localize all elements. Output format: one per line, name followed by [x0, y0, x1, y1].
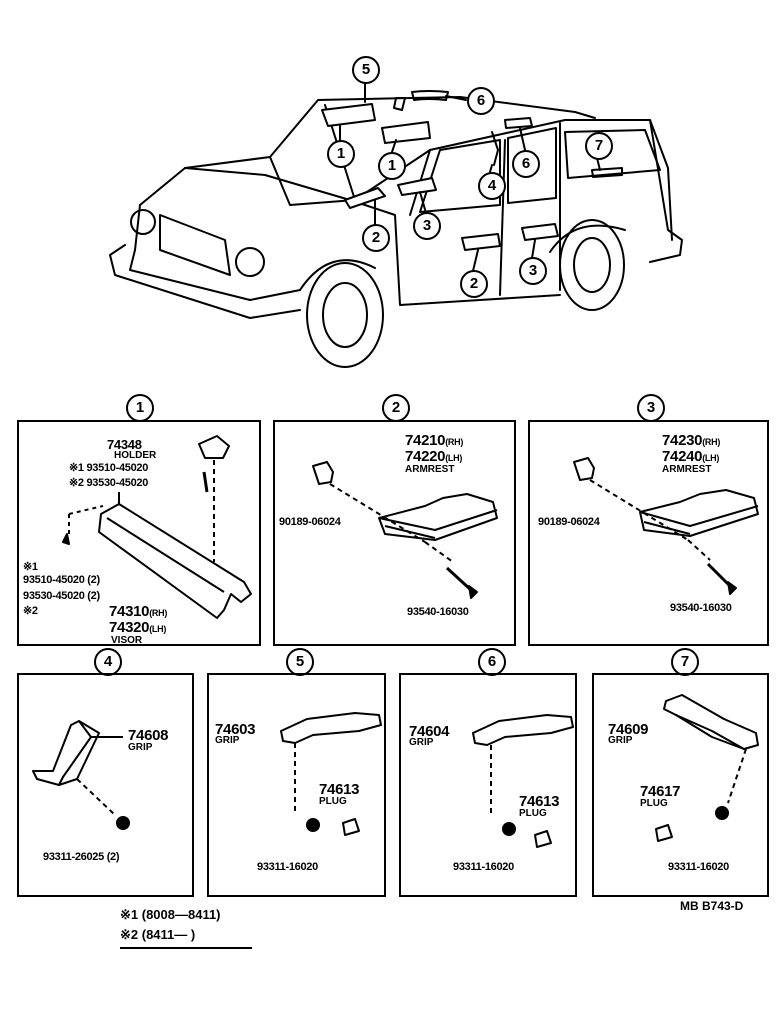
armrest-front-clip-pn: 90189-06024	[279, 516, 341, 528]
panel-7-number: 7	[671, 648, 699, 676]
callout-3-door: 3	[519, 257, 547, 285]
panel-1-number: 1	[126, 394, 154, 422]
visor-label: VISOR	[111, 635, 143, 646]
grip-6-drawing	[472, 714, 574, 848]
panel-armrest-rear: 74230(RH) 74240(LH) ARMREST 90189-06024 …	[528, 420, 769, 646]
armrest-rear-screw-pn: 93540-16030	[670, 602, 732, 614]
panel-2-number: 2	[382, 394, 410, 422]
panel-6-number: 6	[478, 648, 506, 676]
visor-screw-pn-1: ※1 93510-45020	[69, 462, 149, 474]
visor-lh-part-number: 74320(LH)	[109, 619, 167, 636]
left-note-mark-2: ※2	[23, 605, 38, 617]
panel-grip-4: 74608 GRIP 93311-26025 (2)	[17, 673, 194, 897]
plug-6-label: PLUG	[519, 808, 547, 819]
grip-7-drawing	[655, 694, 759, 842]
holder-label: HOLDER	[114, 450, 157, 461]
armrest-rear-label: ARMREST	[662, 464, 712, 475]
callout-7: 7	[585, 132, 613, 160]
panel-grip-5: 74603 GRIP 74613 PLUG 93311-16020	[207, 673, 386, 897]
grip-4-label: GRIP	[128, 742, 153, 753]
plug-7-label: PLUG	[640, 798, 668, 809]
armrest-rear-drawing	[573, 457, 759, 595]
panel-3-number: 3	[637, 394, 665, 422]
plug-5-part-number: 74613	[319, 781, 360, 798]
callout-1-right: 1	[378, 152, 406, 180]
grip-7-label: GRIP	[608, 735, 633, 746]
grip-4-drawing	[32, 720, 130, 830]
armrest-rear-clip-pn: 90189-06024	[538, 516, 600, 528]
armrest-rear-lh-pn: 74240(LH)	[662, 448, 720, 465]
car-overview: 5 6 1 1 7 6 4 3 2 2 3	[0, 0, 776, 400]
plug-7-part-number: 74617	[640, 783, 681, 800]
callout-2-door: 2	[460, 270, 488, 298]
grip-5-part-number: 74603	[215, 721, 256, 738]
plug-6-part-number: 74613	[519, 793, 560, 810]
callout-5: 5	[352, 56, 380, 84]
left-note-mark-1: ※1	[23, 561, 38, 573]
visor-rh-part-number: 74310(RH)	[109, 603, 168, 620]
armrest-front-label: ARMREST	[405, 464, 455, 475]
armrest-front-screw-pn: 93540-16030	[407, 606, 469, 618]
car-illustration	[109, 79, 683, 368]
grip-5-drawing	[280, 712, 382, 836]
visor-drawing	[62, 435, 252, 619]
grip-5-screw-pn: 93311-16020	[257, 861, 318, 873]
armrest-front-drawing	[312, 461, 498, 599]
callout-4: 4	[478, 172, 506, 200]
armrest-front-lh-pn: 74220(LH)	[405, 448, 463, 465]
callout-2-front: 2	[362, 224, 390, 252]
grip-4-part-number: 74608	[128, 727, 169, 744]
grip-6-screw-pn: 93311-16020	[453, 861, 514, 873]
armrest-rear-rh-pn: 74230(RH)	[662, 432, 721, 449]
armrest-front-rh-pn: 74210(RH)	[405, 432, 464, 449]
grip-5-label: GRIP	[215, 735, 240, 746]
left-screw-pn-1: 93510-45020 (2)	[23, 574, 100, 586]
visor-screw-pn-2: ※2 93530-45020	[69, 477, 149, 489]
callout-3-front: 3	[413, 212, 441, 240]
grip-7-part-number: 74609	[608, 721, 649, 738]
plug-5-label: PLUG	[319, 796, 347, 807]
callout-6-roof: 6	[467, 87, 495, 115]
footnote-underline	[120, 947, 252, 949]
footnote-2: ※2 (8411— )	[120, 927, 196, 942]
panel-visor: 74348 HOLDER ※1 93510-45020 ※2 93530-450…	[17, 420, 261, 646]
panel-4-number: 4	[94, 648, 122, 676]
left-screw-pn-2: 93530-45020 (2)	[23, 590, 100, 602]
panel-grip-6: 74604 GRIP 74613 PLUG 93311-16020	[399, 673, 577, 897]
grip-7-screw-pn: 93311-16020	[668, 861, 729, 873]
footnote-1: ※1 (8008—8411)	[120, 907, 221, 922]
grip-4-screw-pn: 93311-26025 (2)	[43, 851, 120, 863]
panel-grip-7: 74609 GRIP 74617 PLUG 93311-16020	[592, 673, 769, 897]
panel-5-number: 5	[286, 648, 314, 676]
diagram-code: MB B743-D	[680, 899, 744, 913]
grip-6-part-number: 74604	[409, 723, 450, 740]
grip-6-label: GRIP	[409, 737, 434, 748]
panel-armrest-front: 74210(RH) 74220(LH) ARMREST 90189-06024 …	[273, 420, 516, 646]
callout-6-side: 6	[512, 150, 540, 178]
holder-part-number: 74348	[107, 437, 142, 452]
callout-1-left: 1	[327, 140, 355, 168]
